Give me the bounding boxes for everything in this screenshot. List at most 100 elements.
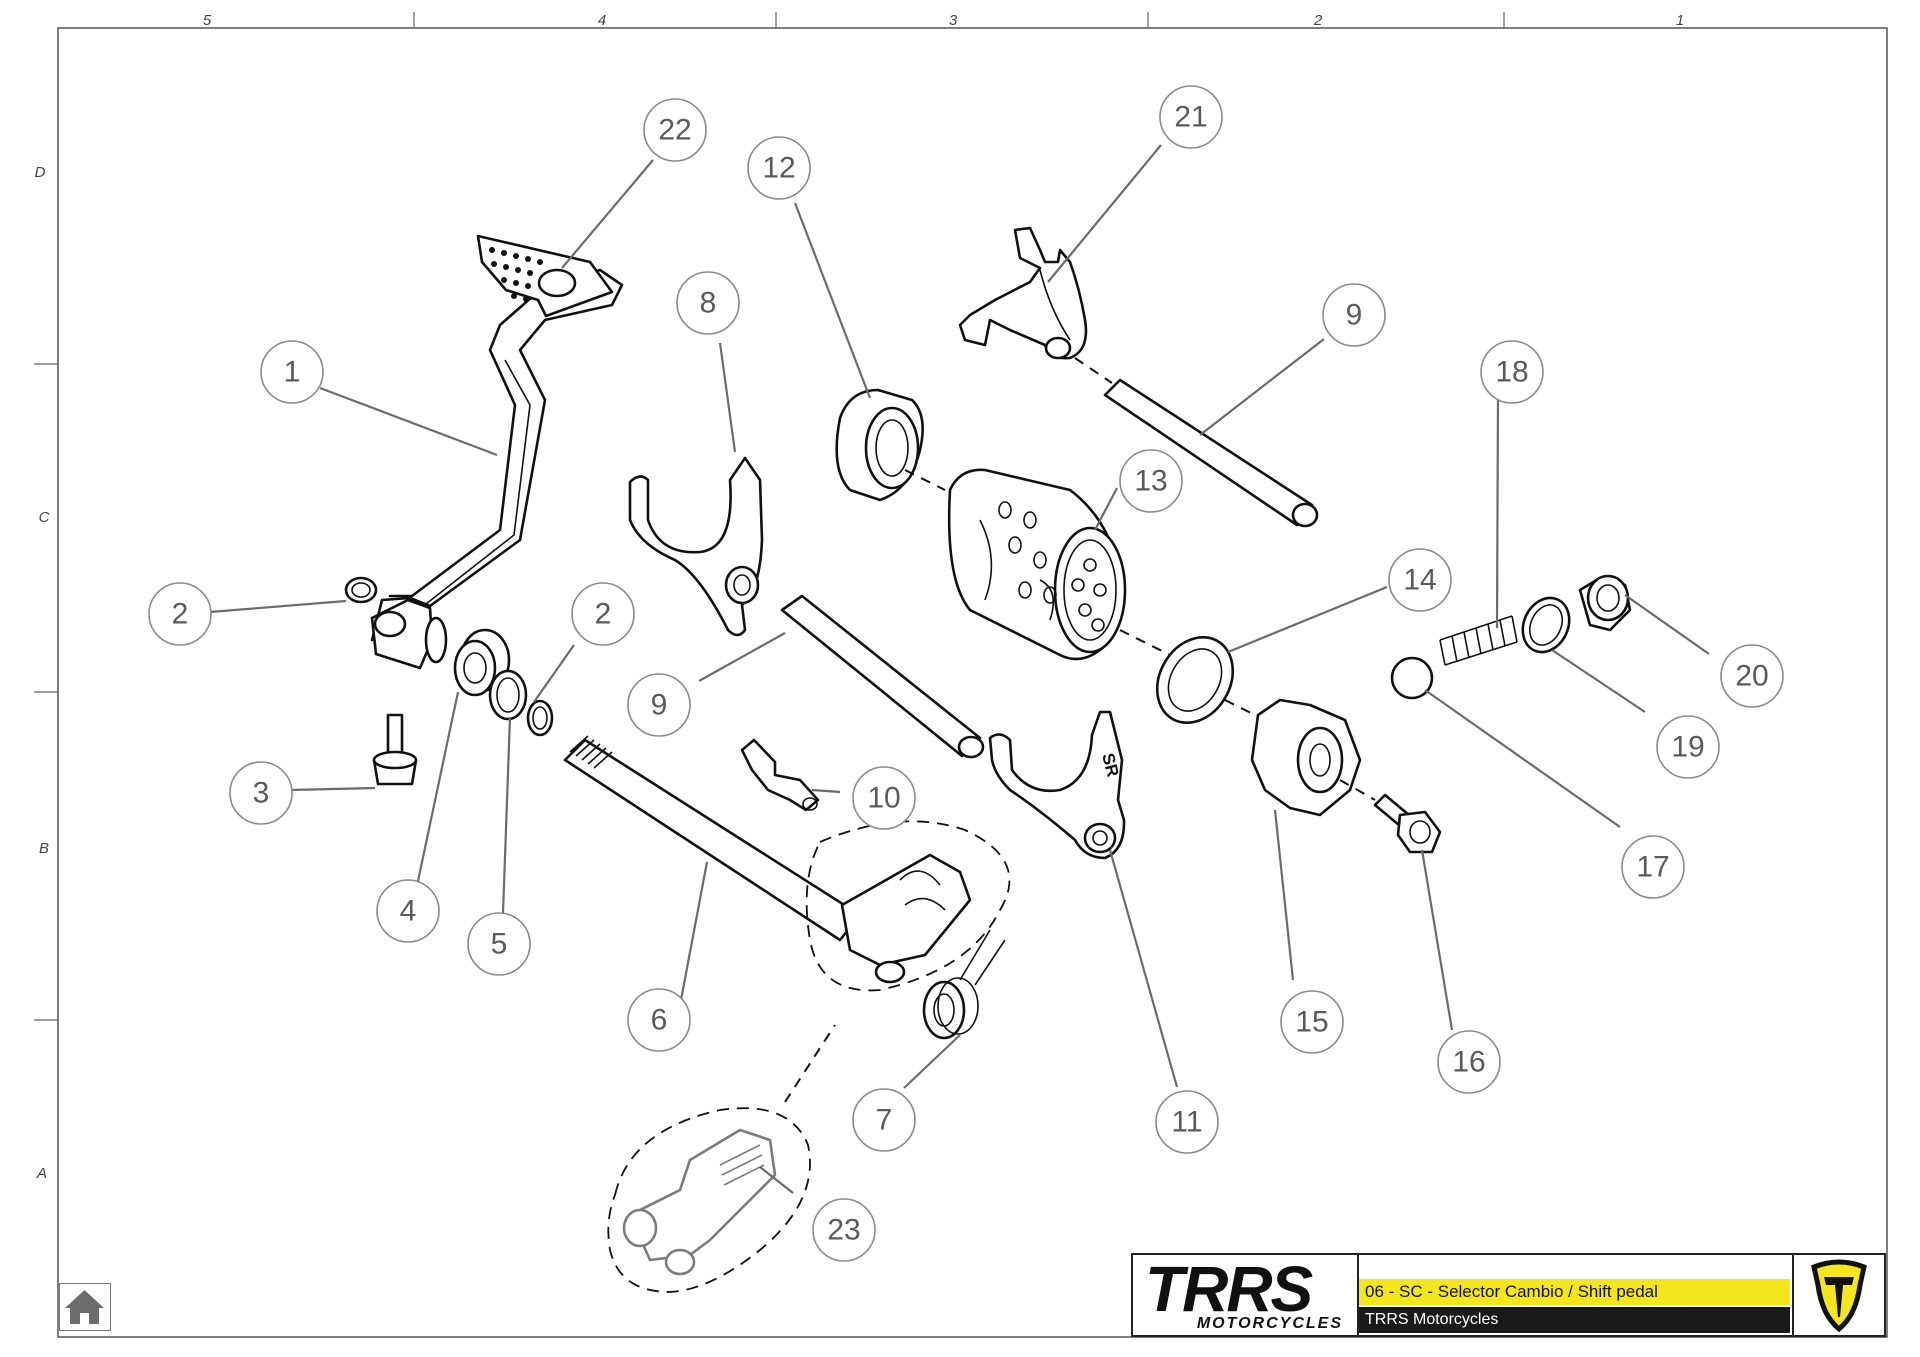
detent-ball-part [1390,656,1434,700]
svg-text:8: 8 [700,287,717,320]
plug-part [1578,574,1632,632]
svg-text:21: 21 [1174,101,1207,134]
svg-text:9: 9 [651,689,668,722]
fork-rod-part [1103,378,1319,528]
washer-part [488,669,528,721]
callout-7: 7 [852,1088,916,1152]
svg-text:10: 10 [867,782,900,815]
shift-pedal-part [370,268,624,670]
brand-mark-icon [1792,1255,1884,1335]
callout-1: 1 [260,340,324,404]
assembly-line [1339,779,1376,801]
svg-text:6: 6 [651,1004,668,1037]
svg-text:23: 23 [827,1214,860,1247]
document-title: 06 - SC - Selector Cambio / Shift pedal [1359,1279,1790,1305]
callout-15: 15 [1280,990,1344,1054]
circlip-part [526,699,554,737]
callout-13: 13 [1119,449,1183,513]
shift-shaft-part [563,735,972,984]
svg-text:1: 1 [284,356,301,389]
detent-spring-part [1439,615,1518,666]
callout-10: 10 [852,766,916,830]
svg-text:4: 4 [400,895,417,928]
seal-part [1155,635,1235,725]
shift-fork-part [628,456,764,637]
callout-2: 2 [148,582,212,646]
assembly-line [904,469,946,491]
svg-text:2: 2 [595,598,612,631]
callout-5: 5 [467,912,531,976]
assembly-line [1119,629,1171,656]
circlip-part [344,576,378,604]
callout-17: 17 [1621,835,1685,899]
grid-row-label: B [39,840,49,857]
callout-18: 18 [1480,340,1544,404]
svg-text:12: 12 [762,152,795,185]
brand-logo: TRRS MOTORCYCLES [1133,1255,1359,1335]
shift-drum-part [947,468,1127,661]
callout-14: 14 [1388,548,1452,612]
callout-3: 3 [229,761,293,825]
callout-11: 11 [1155,1090,1219,1154]
grid-row-label: A [36,1165,47,1182]
callout-9: 9 [1322,283,1386,347]
callout-21: 21 [1159,85,1223,149]
svg-text:14: 14 [1403,564,1436,597]
callout-23: 23 [812,1198,876,1262]
svg-text:17: 17 [1636,851,1669,884]
grid-column-label: 5 [203,12,212,29]
fork-rod-part [780,594,985,759]
svg-text:22: 22 [658,114,691,147]
callout-22: 22 [643,98,707,162]
grid-column-label: 1 [1676,12,1684,29]
callout-6: 6 [627,988,691,1052]
assembly-line [1074,357,1113,384]
logo-text: TRRS [1145,1253,1313,1325]
svg-text:11: 11 [1171,1106,1202,1139]
grid-row-label: C [39,509,50,526]
company-name: TRRS Motorcycles [1359,1307,1790,1333]
title-block: TRRS MOTORCYCLES 06 - SC - Selector Camb… [1131,1253,1886,1337]
callout-9: 9 [627,673,691,737]
shift-fork-part [958,226,1088,360]
callout-8: 8 [676,271,740,335]
detail-view-part [607,1024,836,1293]
bushing-part [835,388,924,502]
svg-text:15: 15 [1295,1006,1328,1039]
o-ring-part [1521,596,1571,654]
star-plate-part [1250,698,1362,817]
home-button[interactable] [59,1283,111,1331]
return-spring-part [922,929,1006,1040]
pedal-bolt-part [372,713,418,786]
svg-text:5: 5 [491,928,508,961]
plate-bolt-part [1373,793,1442,854]
drawing-frame [57,27,1888,1338]
grid-column-label: 2 [1313,12,1323,29]
callout-12: 12 [747,136,811,200]
svg-text:16: 16 [1452,1046,1485,1079]
logo-subtitle: MOTORCYCLES [1196,1315,1343,1332]
shift-fork-part: SR [988,710,1126,860]
svg-text:18: 18 [1495,356,1528,389]
grid-column-label: 3 [949,12,958,29]
leader-lines [209,144,1710,1194]
callout-4: 4 [376,879,440,943]
svg-text:19: 19 [1671,731,1704,764]
svg-text:7: 7 [876,1104,893,1137]
callout-16: 16 [1437,1030,1501,1094]
grid-row-label: D [35,164,46,181]
svg-text:13: 13 [1134,465,1167,498]
svg-text:9: 9 [1346,299,1363,332]
footpeg-part [476,234,614,318]
svg-text:3: 3 [253,777,270,810]
pin-part [740,738,820,812]
detail-outline [805,820,1011,992]
callout-2: 2 [571,582,635,646]
grid-column-label: 4 [598,12,606,29]
callout-20: 20 [1720,644,1784,708]
svg-text:20: 20 [1735,660,1768,693]
svg-text:2: 2 [172,598,189,631]
callout-19: 19 [1656,715,1720,779]
home-icon [65,1290,104,1324]
